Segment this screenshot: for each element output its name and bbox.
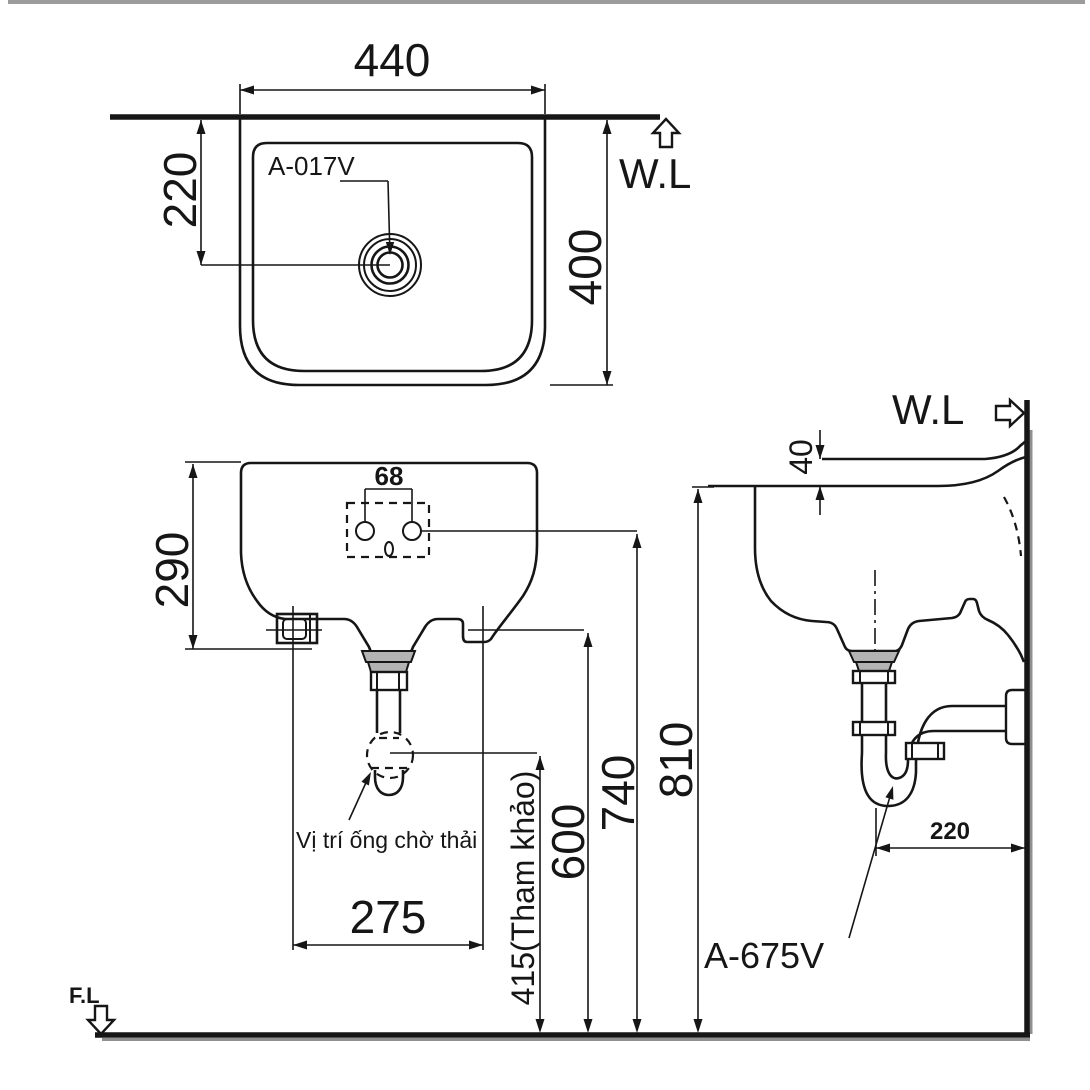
dim-outlet-span: 275 [350, 891, 427, 943]
dim-body-height: 290 [146, 532, 198, 609]
floor-line-label: F.L [69, 983, 100, 1008]
wall-line-label-top: W.L [619, 150, 691, 197]
side-outlet-fitting [266, 612, 322, 645]
dim-rim-height: 810 [650, 722, 702, 799]
sink-basin-rim-top [251, 141, 534, 373]
dim-hole-pitch: 68 [375, 461, 404, 491]
rim-front-line [708, 455, 1027, 488]
page-top-border [8, 0, 1085, 4]
wall-escutcheon [1004, 688, 1026, 746]
dim-side-outlet-height: 600 [542, 804, 594, 881]
mount-slot [384, 541, 394, 557]
front-view: 68 290 [146, 461, 644, 1033]
rim-back-line [822, 440, 1027, 461]
trap-model-label: A-675V [704, 935, 824, 976]
mount-plate-dashed [345, 501, 431, 559]
wall-line-label-side: W.L [892, 386, 964, 433]
dim-waste-pipe-height: 415(Tham khảo) [505, 771, 541, 1006]
dim-depth: 400 [559, 229, 611, 306]
waste-pipe-dashed-circle [365, 730, 415, 780]
sink-outline-top [238, 117, 547, 387]
wall-line-right-arrow-icon [994, 397, 1026, 429]
drain-model-label: A-017V [268, 151, 355, 181]
trap-assembly-side [847, 650, 1026, 808]
top-view: 220 A-017V 440 400 W.L [110, 34, 691, 387]
sink-profile-side [753, 487, 1026, 663]
dim-drain-setout: 220 [154, 152, 206, 229]
mount-hole-left [355, 521, 375, 541]
dim-rim-to-wl: 40 [783, 439, 819, 475]
wall-line-up-arrow-icon [650, 117, 682, 149]
sink-outline-front [239, 461, 539, 654]
drain-assembly-front [360, 650, 417, 797]
waste-pipe-note: Vị trí ống chờ thải [296, 827, 477, 853]
side-view: 40 810 [650, 386, 1033, 1035]
dim-trap-to-wall: 220 [930, 818, 970, 845]
dim-width: 440 [354, 34, 431, 86]
mount-hole-right [402, 521, 422, 541]
dim-mount-hole-height: 740 [592, 755, 644, 832]
hidden-back-edge [1003, 496, 1023, 557]
floor-line-down-arrow-icon [85, 1004, 117, 1036]
floor: F.L [69, 983, 1030, 1041]
